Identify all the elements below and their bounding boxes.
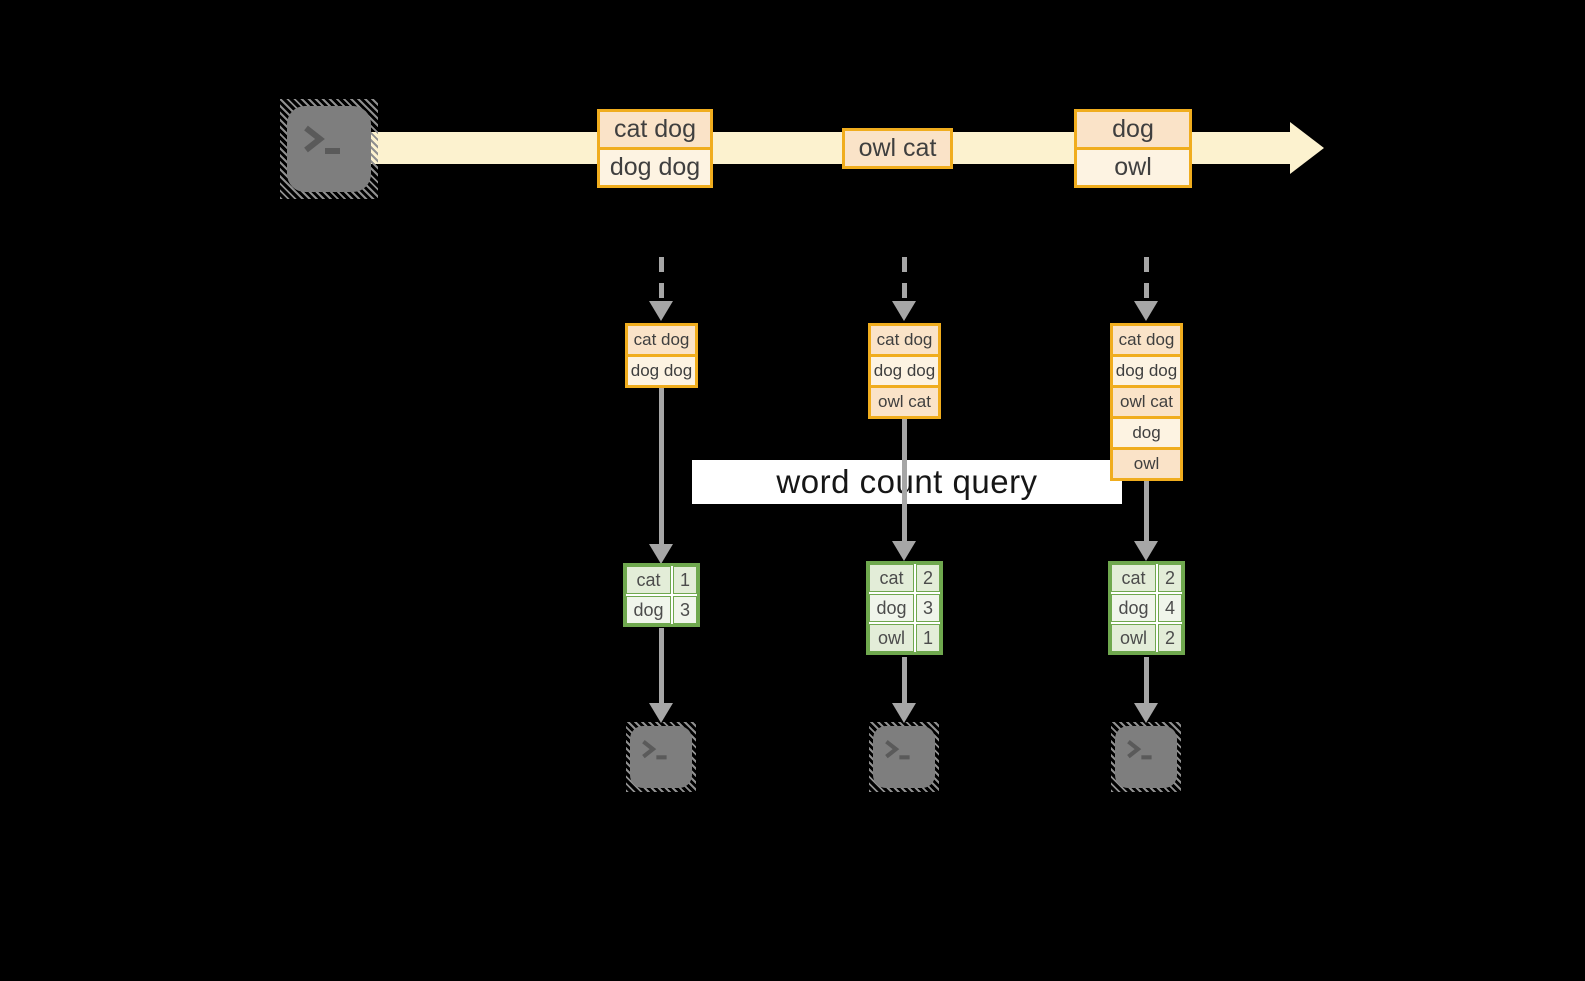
state-row: cat dog <box>1113 326 1180 354</box>
count-word-cell: cat <box>1111 564 1156 592</box>
stream-event-box: dog owl <box>1074 109 1192 188</box>
stream-event-line: dog <box>1077 112 1189 147</box>
terminal-prompt-icon <box>304 125 340 154</box>
terminal-prompt-icon <box>642 740 667 760</box>
word-count-query-label: word count query <box>692 460 1122 504</box>
terminal-prompt-icon <box>885 740 910 760</box>
state-row: dog <box>1113 419 1180 447</box>
count-word-cell: dog <box>869 594 914 622</box>
sink-terminal-icon <box>1111 722 1181 792</box>
terminal-body <box>1115 726 1177 788</box>
dashed-down-arrow-icon <box>649 257 673 321</box>
stream-event-line: owl cat <box>845 131 950 166</box>
stream-event-line: cat dog <box>600 112 710 147</box>
stream-event-box: cat dog dog dog <box>597 109 713 188</box>
count-word-cell: cat <box>626 566 671 594</box>
count-word-cell: owl <box>869 624 914 652</box>
stream-event-line: dog dog <box>600 150 710 185</box>
count-word-cell: dog <box>1111 594 1156 622</box>
state-row: cat dog <box>871 326 938 354</box>
count-value-cell: 1 <box>673 566 697 594</box>
state-box: cat dog dog dog owl cat <box>868 323 941 419</box>
count-table: cat 1 dog 3 <box>623 563 700 627</box>
count-table: cat 2 dog 3 owl 1 <box>866 561 943 655</box>
count-value-cell: 1 <box>916 624 940 652</box>
down-arrow-icon <box>1134 481 1158 561</box>
terminal-body <box>630 726 692 788</box>
dashed-down-arrow-icon <box>892 257 916 321</box>
count-value-cell: 2 <box>916 564 940 592</box>
stream-event-line: owl <box>1077 150 1189 185</box>
sink-terminal-icon <box>869 722 939 792</box>
count-table: cat 2 dog 4 owl 2 <box>1108 561 1185 655</box>
sink-terminal-icon <box>626 722 696 792</box>
state-box: cat dog dog dog owl cat dog owl <box>1110 323 1183 481</box>
down-arrow-icon <box>649 628 673 723</box>
down-arrow-icon <box>892 419 916 561</box>
down-arrow-icon <box>892 657 916 723</box>
dashed-down-arrow-icon <box>1134 257 1158 321</box>
count-word-cell: owl <box>1111 624 1156 652</box>
stream-arrowhead-icon <box>1290 122 1324 174</box>
state-box: cat dog dog dog <box>625 323 698 388</box>
terminal-body <box>287 106 371 192</box>
count-word-cell: dog <box>626 596 671 624</box>
state-row: owl cat <box>1113 388 1180 416</box>
count-value-cell: 3 <box>673 596 697 624</box>
down-arrow-icon <box>649 388 673 564</box>
state-row: cat dog <box>628 326 695 354</box>
terminal-body <box>873 726 935 788</box>
state-row: dog dog <box>1113 357 1180 385</box>
count-value-cell: 2 <box>1158 564 1182 592</box>
state-row: dog dog <box>871 357 938 385</box>
state-row: dog dog <box>628 357 695 385</box>
count-value-cell: 4 <box>1158 594 1182 622</box>
state-row: owl cat <box>871 388 938 416</box>
down-arrow-icon <box>1134 657 1158 723</box>
count-value-cell: 2 <box>1158 624 1182 652</box>
terminal-prompt-icon <box>1127 740 1152 760</box>
state-row: owl <box>1113 450 1180 478</box>
stream-event-box: owl cat <box>842 128 953 169</box>
source-terminal-icon <box>280 99 378 199</box>
count-word-cell: cat <box>869 564 914 592</box>
count-value-cell: 3 <box>916 594 940 622</box>
